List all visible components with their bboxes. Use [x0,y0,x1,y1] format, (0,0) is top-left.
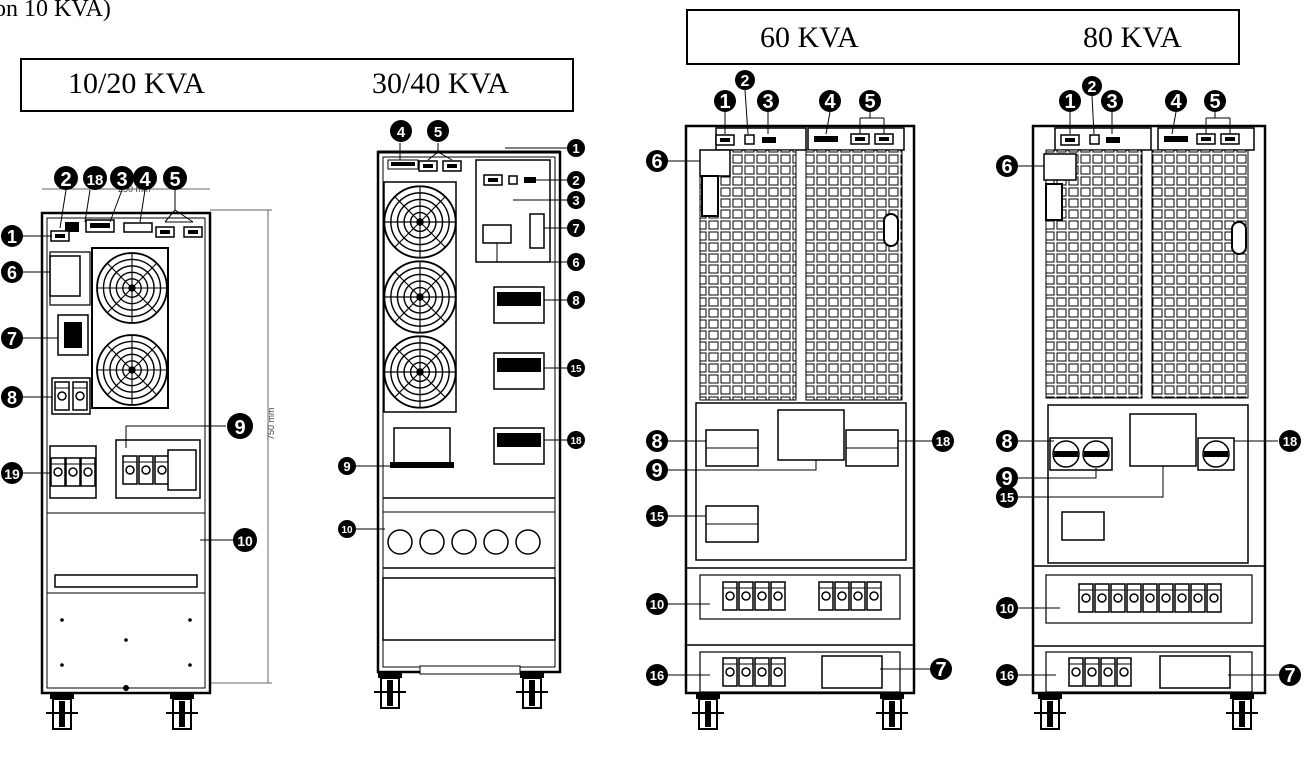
callout-number: 18 [1283,434,1297,449]
label-60-kva: 60 KVA [760,21,859,54]
unit-10-20-kva: 250 mm 750 mm [1,166,276,730]
callout-number: 7 [7,329,17,349]
callout-number: 10 [1000,601,1014,616]
callout-number: 16 [650,668,664,683]
header-box-right: 60 KVA 80 KVA [686,9,1240,65]
callout-number: 6 [572,255,579,270]
callout-number: 15 [1000,490,1014,505]
callout-number: 4 [1170,91,1182,113]
callout-number: 6 [1001,156,1012,178]
callout-number: 1 [572,141,579,156]
callout-number: 4 [397,124,406,141]
callout-number: 6 [7,263,17,283]
header-box-left: 10/20 KVA 30/40 KVA [20,58,574,112]
callout-number: 5 [1209,91,1220,113]
callout-number: 18 [936,434,950,449]
callout-number: 1 [1064,91,1075,113]
callout-number: 9 [343,459,350,474]
callout-number: 4 [824,91,836,113]
callout-number: 9 [651,460,662,482]
callouts-unit3: 1 2 3 4 5 6 8 18 9 15 10 16 7 [646,70,954,686]
callout-number: 18 [87,172,104,189]
callouts-unit4: 2 1 3 4 5 6 8 18 9 15 10 16 7 [996,76,1301,687]
callout-number: 18 [570,436,582,447]
callout-number: 5 [864,91,875,113]
callout-number: 8 [572,293,579,308]
unit-60-kva: 1 2 3 4 5 6 8 18 9 15 10 16 7 [646,70,954,730]
callout-number: 19 [4,466,20,482]
callout-number: 3 [762,91,773,113]
callout-number: 15 [570,364,582,375]
dim-height-label: 750 mm [266,407,276,440]
callouts-unit1: 2 18 3 4 5 1 6 7 8 9 19 10 [1,166,257,552]
callout-number: 1 [7,227,17,247]
callout-number: 10 [341,525,353,536]
callout-number: 15 [650,509,664,524]
label-30-40-kva: 30/40 KVA [372,67,509,100]
unit-30-40-kva: 4 5 1 2 3 7 6 8 15 18 9 10 [338,120,585,709]
unit-80-kva: 2 1 3 4 5 6 8 18 9 15 10 16 7 [996,76,1301,730]
callout-number: 7 [1284,665,1295,687]
figure-caption: on 10 KVA) [0,0,111,22]
callouts-unit2: 4 5 1 2 3 7 6 8 15 18 9 10 [338,120,585,538]
dim-width-label: 250 mm [118,184,151,194]
callout-number: 16 [1000,668,1014,683]
callout-number: 2 [741,73,750,90]
callout-number: 4 [139,169,151,191]
callout-number: 3 [116,169,127,191]
callout-number: 7 [572,221,579,236]
callout-number: 6 [651,151,662,173]
callout-number: 5 [169,169,180,191]
label-10-20-kva: 10/20 KVA [68,67,205,100]
callout-number: 2 [60,169,71,191]
callout-number: 3 [572,193,579,208]
callout-number: 9 [1001,468,1012,490]
callout-number: 10 [650,597,664,612]
callout-number: 8 [651,431,662,453]
callout-number: 10 [237,533,253,549]
callout-number: 7 [935,659,946,681]
callout-number: 5 [434,124,442,141]
callout-number: 2 [572,173,579,188]
callout-number: 8 [7,388,17,408]
callout-number: 3 [1106,91,1117,113]
label-80-kva: 80 KVA [1083,21,1182,54]
callout-number: 1 [719,91,730,113]
callout-number: 8 [1001,431,1012,453]
callout-number: 9 [234,417,245,439]
callout-number: 2 [1088,79,1097,96]
